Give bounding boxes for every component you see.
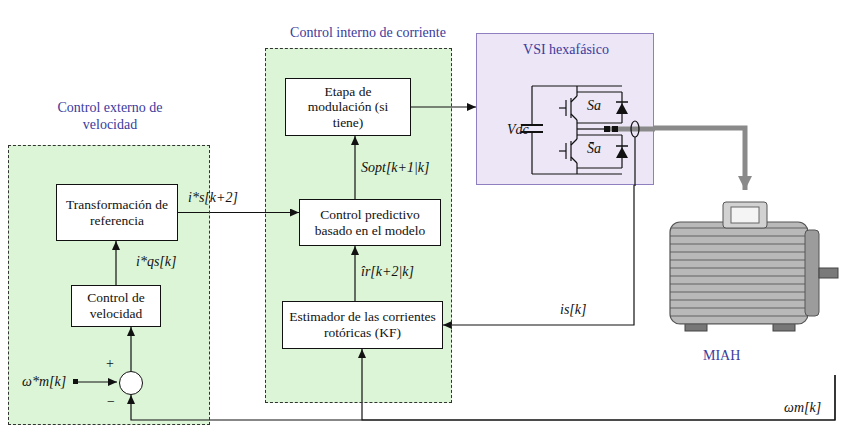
signal-name: ω*m[k] [22, 374, 66, 389]
motor-label: MIAH [703, 348, 740, 365]
process-box: Estimador de las corrientes rotóricas (K… [282, 301, 443, 349]
signal-name: Vdc [507, 122, 529, 137]
input-terminal [73, 379, 78, 384]
sign-symbol: − [107, 394, 115, 410]
region-title: Control externo de velocidad [35, 100, 185, 134]
box-text: Transformación de referencia [57, 197, 177, 228]
signal-connector [354, 136, 355, 199]
signal-name: ωm[k] [784, 400, 821, 415]
box-text: Etapa de modulación (si tiene) [286, 84, 410, 131]
signal-name: Sopt[k+1|k] [361, 160, 430, 175]
signal-connector [178, 212, 299, 213]
region-title: Control interno de corriente [268, 25, 468, 42]
inverter-title: VSI hexafásico [477, 42, 655, 59]
process-box: Control de velocidad [71, 285, 161, 327]
signal-name: i*qs[k] [136, 254, 176, 269]
inverter-box: VSI hexafásicoVdc SaS̄a [476, 33, 654, 185]
motor-node: MIAH [665, 190, 840, 375]
box-text: Control de velocidad [72, 290, 160, 321]
signal-connector [411, 106, 476, 107]
signal-name: îr[k+2|k] [361, 264, 414, 279]
box-text: Control predictivo basado en el modelo [300, 207, 440, 238]
summing-junction: +− [119, 371, 143, 395]
signal-connector [443, 185, 634, 325]
control-region: Control interno de corrienteEtapa de mod… [265, 48, 452, 403]
sign-symbol: + [106, 356, 114, 372]
region-fill [8, 145, 210, 425]
power-connector [654, 128, 745, 190]
reference-arrow [76, 381, 117, 382]
region-fill [265, 48, 452, 403]
signal-connector [130, 327, 131, 371]
signal-connector [115, 241, 116, 285]
process-box: Etapa de modulación (si tiene) [285, 78, 411, 136]
process-box: Control predictivo basado en el modelo [299, 199, 441, 246]
signal-connector [354, 246, 355, 301]
process-box: Transformación de referencia [56, 184, 178, 241]
box-text: Estimador de las corrientes rotóricas (K… [283, 309, 442, 340]
signal-connector [131, 375, 835, 420]
signal-connector [362, 349, 835, 420]
switch-name: Sa [587, 98, 601, 113]
signal-name: i*s[k+2] [188, 190, 238, 205]
switch-name: S̄a [587, 141, 601, 156]
motor-illustration [665, 190, 840, 375]
signal-name: is[k] [560, 302, 586, 317]
